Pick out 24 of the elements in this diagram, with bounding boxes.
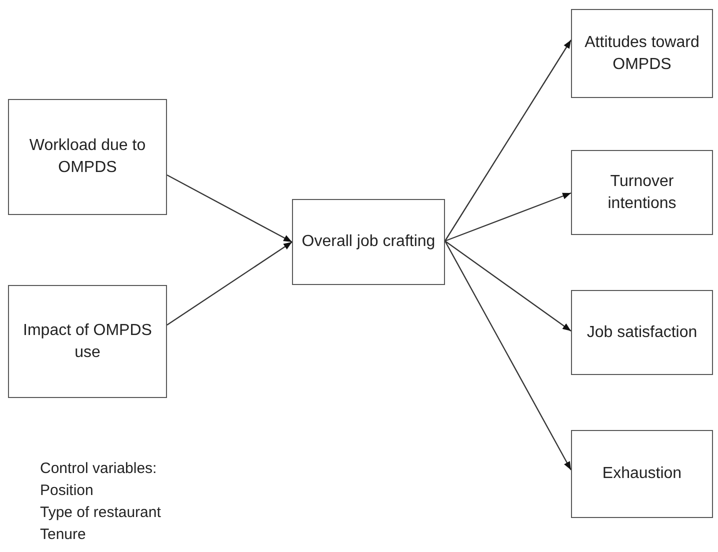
arrow xyxy=(444,240,572,470)
variable-label: Impact of OMPDS use xyxy=(22,320,153,362)
note-text: Position xyxy=(40,481,94,501)
variable-label: Exhaustion xyxy=(602,464,682,484)
variable-label: Turnover intentions xyxy=(606,172,678,214)
arrow xyxy=(166,174,292,243)
variable-box xyxy=(571,430,713,518)
note-text: Type of restaurant xyxy=(40,503,161,523)
note-text: Control variables: xyxy=(40,459,158,479)
variable-label: Workload due to OMPDS xyxy=(28,136,147,178)
arrow xyxy=(444,192,572,242)
variable-box xyxy=(8,285,167,398)
arrow xyxy=(444,40,572,242)
variable-box xyxy=(571,290,713,375)
variable-box xyxy=(8,99,167,215)
arrow xyxy=(444,240,572,332)
variable-label: Overall job crafting xyxy=(302,232,436,252)
variable-label: Attitudes toward OMPDS xyxy=(584,32,700,74)
arrow xyxy=(166,242,292,326)
variable-box xyxy=(571,9,713,98)
variable-box xyxy=(571,150,713,235)
variable-label: Job satisfaction xyxy=(586,322,698,343)
variable-box xyxy=(292,199,445,285)
note-text: Tenure xyxy=(40,525,87,545)
